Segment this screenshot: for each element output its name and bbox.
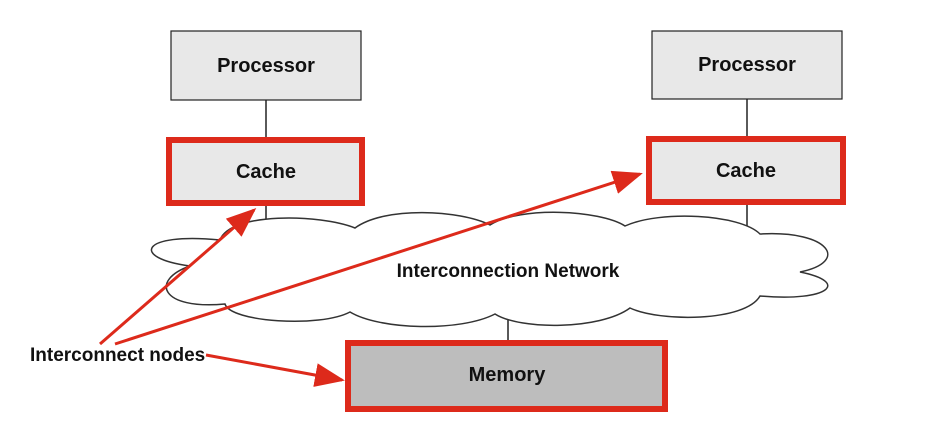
processor-box-left: Processor <box>170 30 362 101</box>
arrow-to-right-cache <box>114 170 643 346</box>
cache-box-right: Cache <box>646 136 846 205</box>
processor-right-label: Processor <box>698 54 796 76</box>
memory-box: Memory <box>345 340 668 412</box>
processor-left-label: Processor <box>217 55 315 77</box>
arrow-to-left-cache <box>99 208 257 346</box>
interconnect-nodes-label: Interconnect nodes <box>30 345 205 366</box>
interconnection-network-cloud: Interconnection Network <box>150 211 829 328</box>
memory-label: Memory <box>469 364 547 386</box>
processor-box-right: Processor <box>651 30 843 100</box>
cache-left-label: Cache <box>236 161 296 183</box>
arrow-to-memory <box>205 353 345 387</box>
cache-right-label: Cache <box>716 160 776 182</box>
cache-box-left: Cache <box>166 137 365 206</box>
network-label: Interconnection Network <box>397 261 620 282</box>
